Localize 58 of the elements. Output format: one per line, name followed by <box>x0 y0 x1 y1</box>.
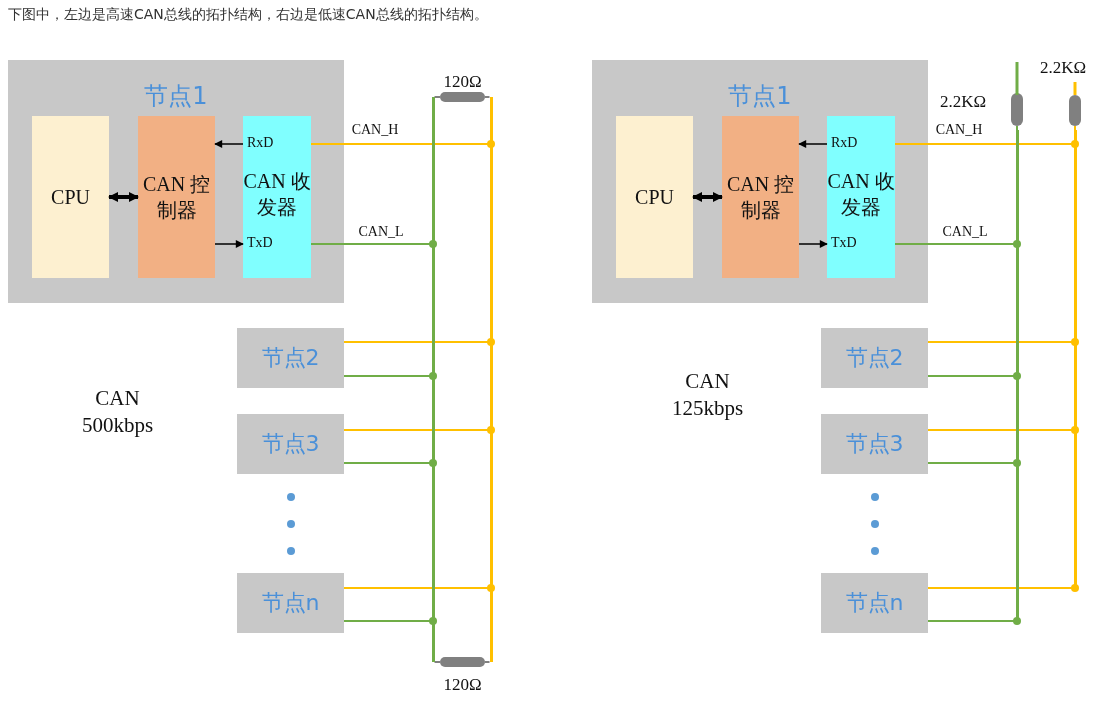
node-title: 节点2 <box>845 344 904 372</box>
pin-label: TxD <box>831 235 857 251</box>
node-title: 节点1 <box>727 81 793 112</box>
node-title: 节点2 <box>261 344 320 372</box>
cpu-block <box>616 116 693 278</box>
node-title: 节点n <box>845 589 904 617</box>
resistor-lead <box>433 661 441 663</box>
resistor-lead <box>484 661 491 663</box>
bus-line <box>431 97 435 662</box>
block-label: CAN 收发器 <box>827 169 895 220</box>
resistor-lead <box>1074 125 1076 131</box>
edge-label: CAN_H <box>934 122 984 138</box>
node-panel <box>592 60 928 303</box>
heading: 下图中，左边是高速CAN总线的拓扑结构，右边是低速CAN总线的拓扑结构。 <box>8 6 488 24</box>
bus-line <box>1073 130 1077 590</box>
pin-label: TxD <box>247 235 273 251</box>
resistor-value: 120Ω <box>442 72 483 92</box>
block-label: CAN 控制器 <box>141 172 212 223</box>
node-box <box>237 414 344 474</box>
edge-label: CAN_H <box>350 122 400 138</box>
transceiver-block <box>243 116 311 278</box>
block-label: CAN 收发器 <box>243 169 311 220</box>
arrow <box>798 240 828 248</box>
node-title: 节点3 <box>845 430 904 458</box>
resistor-value: 2.2KΩ <box>940 92 987 112</box>
resistor-lead <box>433 96 441 98</box>
double-arrow <box>692 192 723 202</box>
resistor-value: 2.2KΩ <box>1040 58 1087 78</box>
block-label: CAN 控制器 <box>725 172 796 223</box>
node-title: 节点3 <box>261 430 320 458</box>
resistor-lead <box>484 96 491 98</box>
node-title: 节点n <box>261 589 320 617</box>
resistor-lead <box>1016 125 1018 131</box>
controller-block <box>138 116 215 278</box>
pin-label: RxD <box>247 135 274 151</box>
node-box <box>237 328 344 388</box>
speed-label: CAN 125kbps <box>670 368 745 422</box>
arrow <box>214 240 244 248</box>
cpu-block <box>32 116 109 278</box>
node-box <box>821 328 928 388</box>
double-arrow <box>108 192 139 202</box>
transceiver-block <box>827 116 895 278</box>
bus-line <box>489 97 493 662</box>
node-box <box>237 573 344 633</box>
node-box <box>821 573 928 633</box>
node-box <box>821 414 928 474</box>
edge-label: CAN_L <box>941 224 989 240</box>
arrow <box>214 140 244 148</box>
node-title: 节点1 <box>143 81 209 112</box>
node-panel <box>8 60 344 303</box>
resistor-value: 120Ω <box>442 675 483 695</box>
arrow <box>798 140 828 148</box>
block-label: CPU <box>634 185 675 210</box>
controller-block <box>722 116 799 278</box>
block-label: CPU <box>50 185 91 210</box>
edge-label: CAN_L <box>357 224 405 240</box>
pin-label: RxD <box>831 135 858 151</box>
speed-label: CAN 500kbps <box>80 385 155 439</box>
